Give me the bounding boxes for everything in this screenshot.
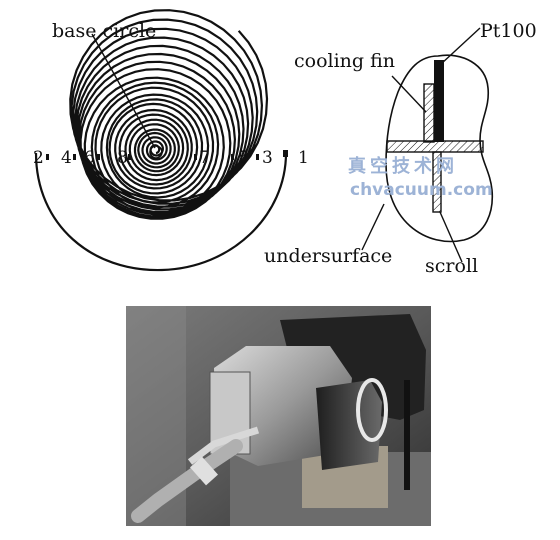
measure-point-3 (256, 154, 259, 160)
side-cable (404, 380, 410, 490)
scroll-spiral-diagram: base circle 1 2 3 4 5 6 7 8 (33, 9, 309, 272)
junction-box (316, 380, 382, 470)
pt100-label: Pt100 (480, 20, 537, 42)
cooling-fin-label: cooling fin (294, 50, 395, 72)
cooling-fin (423, 83, 435, 143)
base-circle (149, 145, 163, 159)
measure-point-7 (194, 154, 197, 160)
pt100-sensor (434, 60, 444, 142)
scroll-label: scroll (425, 255, 478, 277)
scroll-section (432, 151, 442, 213)
measure-point-4 (73, 154, 76, 160)
point-number-1: 1 (298, 148, 309, 168)
watermark-line1: 真空技术网 (348, 155, 458, 177)
cross-section-diagram: cooling fin Pt100 undersurface scroll (264, 20, 537, 277)
pt100-leader (440, 27, 481, 65)
point-number-5: 5 (238, 148, 249, 168)
measure-point-1 (283, 150, 288, 157)
hose-coupling (190, 456, 218, 486)
point-number-6: 6 (84, 148, 95, 168)
watermark-line2: chvacuum.com (350, 180, 493, 200)
corrugated-hose (131, 439, 243, 523)
base-circle-leader (91, 33, 156, 149)
point-number-3: 3 (262, 148, 273, 168)
measure-point-2 (46, 154, 49, 160)
point-number-4: 4 (61, 148, 72, 168)
undersurface-label: undersurface (264, 245, 392, 267)
undersurface-leader (361, 203, 385, 251)
section-outline (385, 54, 494, 243)
pulley-ring (356, 378, 388, 442)
base-plate (386, 140, 484, 153)
point-number-7: 7 (199, 148, 210, 168)
test-rig-photo (126, 306, 431, 526)
scroll-spiral-wrap (69, 9, 269, 220)
scroll-spiral-tail (34, 152, 288, 272)
measure-point-5 (231, 154, 234, 160)
inlet-pipe (187, 426, 260, 465)
base-circle-label: base circle (52, 20, 156, 42)
point-number-2: 2 (33, 148, 44, 168)
measure-point-8 (128, 154, 131, 160)
point-number-8: 8 (117, 148, 128, 168)
scroll-leader (439, 211, 463, 263)
measure-point-6 (97, 154, 100, 160)
cooling-fin-leader (391, 75, 427, 113)
